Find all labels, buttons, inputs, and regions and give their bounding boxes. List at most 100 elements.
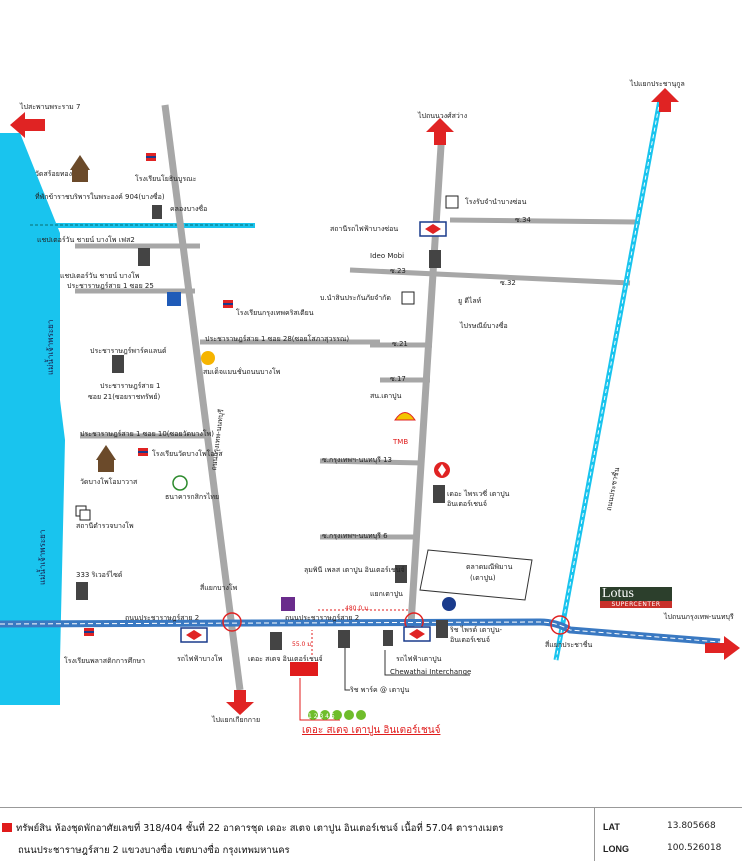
krungthep-nonthaburi-road (406, 129, 446, 641)
label-regent2: อินเตอร์เชนจ์ (450, 636, 490, 644)
label-chapter-one: แชปเตอร์วัน ชายน์ บางโพ (60, 272, 140, 280)
label-finance: บ.นำสินประกันภัยจำกัด (320, 294, 391, 302)
label-to-phibulsongkram: ไปถนนกรุงเทพ-นนทบุรี (664, 613, 734, 621)
label-post: ไปรษณีย์บางซื่อ (460, 322, 508, 330)
label-soi25: ประชาราษฎร์สาย 1 ซอย 25 (67, 282, 154, 290)
label-the-stage: เดอะ สเตจ เตาปูน อินเตอร์เชนจ์ (302, 725, 441, 736)
label-pracharat-plaza: ประชาราษฎร์พาร์คแลนด์ (90, 347, 167, 355)
label-shell: สน.เตาปูน (370, 392, 402, 400)
temple-icon (70, 155, 90, 170)
label-soi34: ซ.34 (515, 216, 531, 224)
pracharat2-road-dash (0, 621, 721, 643)
label-soi21-rat: ซอย 21(ซอยราชทรัพย์) (88, 393, 161, 401)
label-bangpho-bank: ธนาคารกสิกรไทย (165, 493, 220, 501)
label-soi23: ซ.23 (390, 267, 406, 275)
building-icon (433, 485, 445, 503)
footer-line1: ทรัพย์สิน ห้องชุดพักอาศัยเลขที่ 318/404 … (2, 821, 503, 836)
label-the-stage-small: เดอะ สเตจ อินเตอร์เชนจ์ (248, 655, 323, 663)
lat-value: 13.805668 (667, 821, 716, 831)
hospital-icon (167, 292, 181, 306)
arrow-up-icon (426, 118, 454, 145)
label-pawn: โรงรับจำนำบางซ่อน (465, 198, 527, 206)
label-soi17: ซ.17 (390, 375, 406, 383)
school-flag-icons (84, 153, 233, 636)
long-value: 100.526018 (667, 843, 722, 853)
label-wat-bangpho: วัดบางโพโอมาวาส (80, 478, 138, 486)
label-regent: ริช ไพรด์ เตาปูน- (450, 626, 503, 634)
label-riverside-333: 333 ริเวอร์ไซด์ (76, 571, 123, 579)
footer-address-block: ทรัพย์สิน ห้องชุดพักอาศัยเลขที่ 318/404 … (0, 808, 595, 861)
temple-icons (70, 155, 116, 472)
bangpho-road (161, 104, 244, 691)
building-icon (270, 632, 282, 650)
label-supalai: แยกเตาปูน (370, 590, 403, 598)
building-icon (395, 565, 407, 583)
market-box (419, 549, 533, 601)
property-legend-icon (2, 823, 12, 832)
label-school-bangpho: โรงเรียนพลาสติกการศึกษา (64, 657, 146, 665)
label-u-delight: ยู ดีไลท์ (458, 297, 482, 305)
label-ideo-mobi: Ideo Mobi (370, 252, 405, 260)
label-mrt-taopoon: รถไฟฟ้าเตาปูน (396, 655, 442, 663)
label-wat-soi-thong: วัดสร้อยทอง (35, 170, 73, 178)
building-icon (112, 355, 124, 373)
chao-phraya-river (0, 133, 65, 705)
finance-icon (401, 291, 415, 305)
label-route-numbers: 1 2 3 4 5 (308, 713, 335, 720)
label-market: ตลาดมณีพิมาน (466, 563, 513, 571)
lotus-logo-sub: SUPERCENTER (600, 601, 672, 608)
label-bangpho-junction: สี่แยกบางโพ (200, 584, 238, 592)
label-school-taksin: โรงเรียนโยธินบูรณะ (135, 175, 197, 183)
label-chewathai: Chewathai Interchange (390, 668, 472, 676)
label-the-privacy: เดอะ ไพรเวซี่ เตาปูน (447, 490, 510, 498)
soi-roads (75, 217, 641, 540)
label-mansion: สมเด็จแมนชั่นถนนบางโพ (203, 368, 281, 376)
arrow-right-icon (705, 636, 740, 660)
label-school-krungthep: โรงเรียนกรุงเทพคริสเตียน (236, 309, 314, 317)
label-road-pracharat2: ถนนประชาราษฎร์สาย 2 (125, 614, 200, 622)
bank-branch-icon (281, 597, 295, 611)
footer: ทรัพย์สิน ห้องชุดพักอาศัยเลขที่ 318/404 … (0, 807, 742, 861)
lotus-logo-title: Lotus (600, 587, 672, 601)
label-market2: (เตาปูน) (470, 574, 496, 582)
map-canvas (0, 88, 740, 721)
label-to-rungsit: ไปถนนวงศ์สว่าง (418, 112, 468, 120)
label-soi32: ซ.32 (500, 279, 516, 287)
building-icon (338, 630, 350, 648)
property-marker (290, 662, 318, 676)
prachachuen-road-dash (555, 99, 661, 661)
label-to-prachanukul: ไปแยกประชานุกูล (630, 80, 685, 88)
building-icon (383, 630, 393, 646)
label-splendor: แชปเตอร์วัน ชายน์ บางโพ เฟส2 (37, 236, 135, 244)
lotus-logo: Lotus SUPERCENTER (600, 587, 672, 609)
label-to-kiakkai: ไปแยกเกียกกาย (212, 716, 261, 724)
arrow-down-icon (226, 690, 254, 715)
building-icon (429, 250, 441, 268)
label-soi13: ซ.กรุงเทพฯ-นนทบุรี 13 (322, 456, 392, 464)
label-river-lower: แม่น้ำเจ้าพระยา (38, 529, 47, 585)
label-aspire: ลุมพินี เพลส เตาปูน อินเตอร์เชนจ์ (304, 566, 405, 574)
label-office-904: ที่พักข้าราชบริพารในพระองค์ 904(บางซื่อ) (35, 193, 165, 201)
mrt-station-icons (180, 221, 447, 643)
pracharat2-road (0, 618, 721, 646)
footer-line2: ถนนประชาราษฎร์สาย 2 แขวงบางซื่อ เขตบางซื… (18, 845, 290, 856)
arrow-up-right-icon (651, 88, 679, 112)
lat-label: LAT (603, 822, 620, 832)
footer-property-text: ทรัพย์สิน ห้องชุดพักอาศัยเลขที่ 318/404 … (16, 823, 504, 834)
building-icon (152, 205, 162, 219)
label-police: สถานีตำรวจบางโพ (76, 522, 134, 530)
label-soi10: ประชาราษฎร์สาย 1 ซอย 10(ซอยวัดบางโพ) (80, 430, 214, 438)
label-school-watbangpho: โรงเรียนวัดบางโพโอรส (152, 450, 223, 458)
building-icon (76, 582, 88, 600)
temple-icon (96, 445, 116, 460)
label-pracharat-1: ประชาราษฎร์สาย 1 (100, 382, 161, 390)
mansion-icon (201, 351, 215, 365)
label-the-privacy2: อินเตอร์เชนจ์ (447, 500, 487, 508)
label-rich-park: ริช พาร์ค @ เตาปูน (350, 686, 410, 694)
building-icon (138, 248, 150, 266)
label-canal: คลองบางซื่อ (170, 205, 208, 213)
label-soi21: ซ.21 (392, 340, 408, 348)
arrow-left-icon (10, 112, 45, 138)
junction-circles (222, 612, 570, 635)
label-river-upper: แม่น้ำเจ้าพระยา (46, 319, 55, 375)
